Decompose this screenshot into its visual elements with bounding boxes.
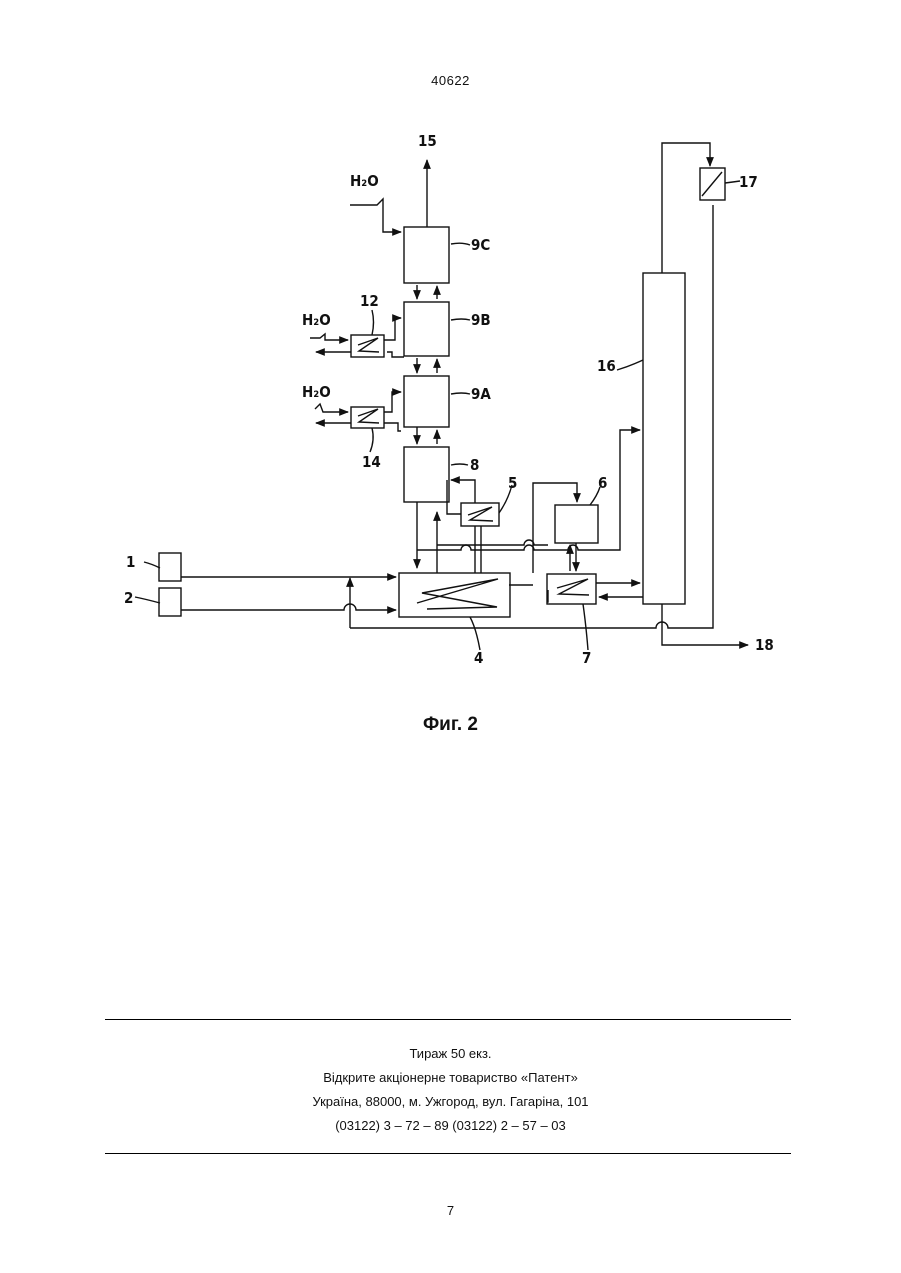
leader-9b — [451, 319, 470, 320]
label-15: 15 — [418, 132, 437, 150]
figure-caption: Фиг. 2 — [0, 714, 901, 736]
label-8: 8 — [470, 456, 479, 474]
exchanger-14-coil — [358, 409, 379, 423]
imprint-address: Україна, 88000, м. Ужгород, вул. Гагарін… — [0, 1090, 901, 1114]
leader-4 — [470, 617, 480, 650]
leader-14 — [370, 428, 373, 452]
label-17: 17 — [739, 173, 758, 191]
label-1: 1 — [126, 553, 135, 571]
label-h2o-14: H₂O — [302, 383, 331, 401]
label-5: 5 — [508, 474, 517, 492]
furnace-4-coil — [417, 579, 498, 609]
reactor-8-box — [404, 447, 449, 502]
label-7: 7 — [582, 649, 591, 667]
imprint-block: Тираж 50 екз. Відкрите акціонерне товари… — [0, 1042, 901, 1138]
label-9b: 9B — [471, 311, 491, 329]
leader-12 — [372, 310, 374, 335]
leader-9a — [451, 393, 470, 394]
label-h2o-9c: H₂O — [350, 172, 379, 190]
imprint-publisher: Відкрите акціонерне товариство «Патент» — [0, 1066, 901, 1090]
label-h2o-12: H₂O — [302, 311, 331, 329]
imprint-circulation: Тираж 50 екз. — [0, 1042, 901, 1066]
absorber-9a-box — [404, 376, 449, 427]
unit-1-box — [159, 553, 181, 581]
leader-17 — [725, 181, 740, 183]
exchanger-7-coil — [557, 579, 589, 595]
page-number: 7 — [0, 1203, 901, 1218]
leader-9c — [451, 243, 470, 245]
exchanger-12-coil — [358, 338, 379, 352]
leader-7 — [583, 604, 588, 650]
label-6: 6 — [598, 474, 607, 492]
column-16-box — [643, 273, 685, 604]
leader-16 — [617, 360, 643, 370]
unit-6-box — [555, 505, 598, 543]
exchanger-5-coil — [468, 507, 493, 521]
label-14: 14 — [362, 453, 381, 471]
footer-divider-bottom — [105, 1153, 791, 1154]
label-12: 12 — [360, 292, 379, 310]
leader-8 — [451, 464, 468, 465]
footer-divider-top — [105, 1019, 791, 1020]
absorber-9b-box — [404, 302, 449, 356]
exchanger-7-box — [547, 574, 596, 604]
label-2: 2 — [124, 589, 133, 607]
absorber-9c-box — [404, 227, 449, 283]
label-9c: 9C — [471, 236, 490, 254]
imprint-phones: (03122) 3 – 72 – 89 (03122) 2 – 57 – 03 — [0, 1114, 901, 1138]
label-16: 16 — [597, 357, 616, 375]
leader-2 — [135, 597, 160, 603]
process-flow-diagram: 1 2 4 5 6 7 8 9A 9B 9C 12 14 15 16 17 18… — [0, 0, 901, 700]
label-18: 18 — [755, 636, 774, 654]
label-9a: 9A — [471, 385, 491, 403]
exchanger-14-box — [351, 407, 384, 428]
unit-2-box — [159, 588, 181, 616]
label-4: 4 — [474, 649, 483, 667]
leader-1 — [144, 562, 160, 568]
